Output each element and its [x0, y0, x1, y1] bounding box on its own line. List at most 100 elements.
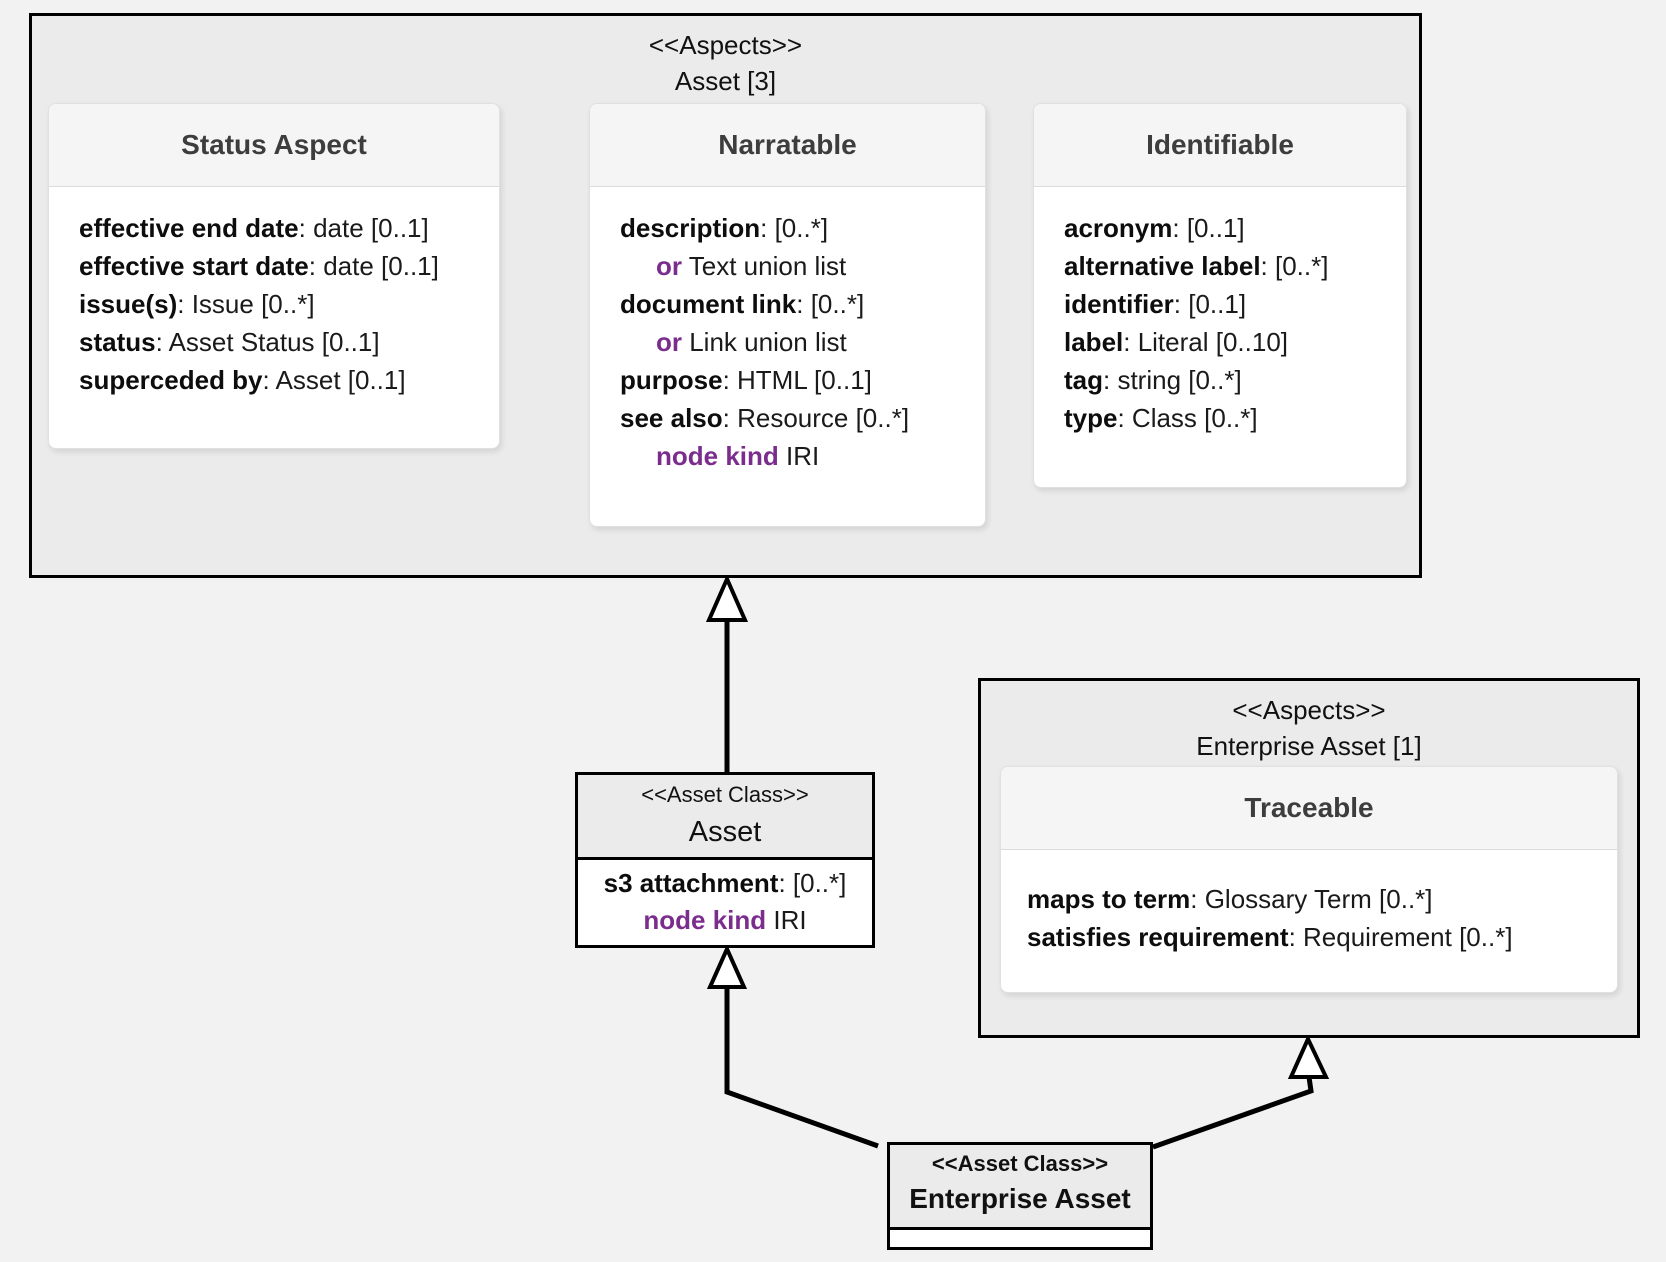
attribute-segment: maps to term — [1027, 884, 1191, 914]
attribute-row: satisfies requirement: Requirement [0..*… — [1027, 918, 1607, 956]
attribute-row: document link: [0..*] — [620, 285, 975, 323]
attribute-segment: Text union list — [682, 251, 847, 281]
attribute-segment: : [0..*] — [778, 868, 847, 898]
attribute-row: type: Class [0..*] — [1064, 399, 1396, 437]
attribute-segment: : [0..*] — [1260, 251, 1329, 281]
attribute-segment: or — [656, 251, 682, 281]
attribute-row: tag: string [0..*] — [1064, 361, 1396, 399]
attribute-list: acronym: [0..1]alternative label: [0..*]… — [1034, 187, 1406, 437]
attribute-segment: : Glossary Term [0..*] — [1190, 884, 1433, 914]
attribute-segment: tag — [1064, 365, 1103, 395]
attribute-row: node kind IRI — [620, 437, 975, 475]
attribute-row: purpose: HTML [0..1] — [620, 361, 975, 399]
attribute-row: acronym: [0..1] — [1064, 209, 1396, 247]
attribute-segment: status — [79, 327, 156, 357]
attribute-row: s3 attachment: [0..*] — [578, 865, 872, 902]
stereotype-label: <<Asset Class>> — [641, 782, 809, 807]
attribute-list: maps to term: Glossary Term [0..*]satisf… — [1001, 850, 1617, 956]
attribute-row: identifier: [0..1] — [1064, 285, 1396, 323]
attribute-row: status: Asset Status [0..1] — [79, 323, 489, 361]
attribute-row: see also: Resource [0..*] — [620, 399, 975, 437]
attribute-segment: IRI — [766, 905, 807, 935]
stereotype-label: <<Asset Class>> — [931, 1151, 1109, 1176]
attribute-segment: superceded by — [79, 365, 263, 395]
attribute-segment: : [0..*] — [796, 289, 865, 319]
attribute-segment: node kind — [656, 441, 779, 471]
card-title: Identifiable — [1034, 104, 1406, 187]
attribute-segment: : Asset Status [0..1] — [155, 327, 380, 357]
attribute-segment: satisfies requirement — [1027, 922, 1289, 952]
attribute-segment: : [0..1] — [1173, 289, 1247, 319]
card-title: Narratable — [590, 104, 985, 187]
attribute-segment: : Requirement [0..*] — [1288, 922, 1513, 952]
attribute-segment: : Asset [0..1] — [262, 365, 406, 395]
attribute-row: effective start date: date [0..1] — [79, 247, 489, 285]
attribute-list: effective end date: date [0..1]effective… — [49, 187, 499, 399]
hollow-triangle-icon — [706, 944, 748, 989]
narratable-card: Narratable description: [0..*]or Text un… — [589, 103, 986, 527]
status-aspect-card: Status Aspect effective end date: date [… — [48, 103, 500, 449]
attribute-row: alternative label: [0..*] — [1064, 247, 1396, 285]
attribute-row: or Link union list — [620, 323, 975, 361]
class-title: Enterprise Asset — [909, 1183, 1131, 1214]
attribute-row: description: [0..*] — [620, 209, 975, 247]
attribute-segment: s3 attachment — [603, 868, 779, 898]
attribute-segment: issue(s) — [79, 289, 178, 319]
attribute-row: node kind IRI — [578, 902, 872, 939]
stereotype-label: <<Aspects>> — [1232, 695, 1386, 725]
enterprise-asset-class-header: <<Asset Class>> Enterprise Asset — [890, 1145, 1150, 1230]
attribute-segment: : date [0..1] — [298, 213, 429, 243]
attribute-segment: Link union list — [682, 327, 847, 357]
attribute-segment: : Resource [0..*] — [722, 403, 910, 433]
attribute-segment: type — [1064, 403, 1118, 433]
class-title: Asset — [688, 816, 762, 848]
asset-class-header: <<Asset Class>> Asset — [578, 775, 872, 860]
generalization-arrow-enterprise-to-asset — [706, 944, 879, 1149]
card-title: Traceable — [1001, 767, 1617, 850]
attribute-segment: : Literal [0..10] — [1123, 327, 1289, 357]
attribute-segment: node kind — [643, 905, 767, 935]
attribute-segment: : Class [0..*] — [1117, 403, 1258, 433]
empty-attribute-compartment — [890, 1230, 1150, 1255]
attribute-segment: purpose — [620, 365, 723, 395]
attribute-segment: : date [0..1] — [308, 251, 439, 281]
attribute-segment: label — [1064, 327, 1124, 357]
stereotype-label: <<Aspects>> — [648, 30, 803, 60]
traceable-card: Traceable maps to term: Glossary Term [0… — [1000, 766, 1618, 993]
generalization-arrow-asset-to-aspects — [705, 574, 749, 774]
attribute-segment: or — [656, 327, 682, 357]
aspects-asset-header: <<Aspects>> Asset [3] — [32, 16, 1419, 99]
attribute-segment: : HTML [0..1] — [722, 365, 872, 395]
container-title: Enterprise Asset [1] — [1196, 731, 1422, 761]
attribute-segment: : Issue [0..*] — [177, 289, 315, 319]
attribute-segment: : [0..1] — [1172, 213, 1245, 243]
attribute-segment: description — [620, 213, 761, 243]
attribute-row: effective end date: date [0..1] — [79, 209, 489, 247]
hollow-triangle-icon — [705, 574, 749, 622]
attribute-segment: : string [0..*] — [1103, 365, 1242, 395]
identifiable-card: Identifiable acronym: [0..1]alternative … — [1033, 103, 1407, 488]
attribute-segment: identifier — [1064, 289, 1174, 319]
attribute-row: or Text union list — [620, 247, 975, 285]
enterprise-aspects-container: <<Aspects>> Enterprise Asset [1] Traceab… — [978, 678, 1640, 1038]
card-title: Status Aspect — [49, 104, 499, 187]
attribute-row: label: Literal [0..10] — [1064, 323, 1396, 361]
attribute-segment: see also — [620, 403, 723, 433]
attribute-segment: acronym — [1064, 213, 1173, 243]
container-title: Asset [3] — [674, 66, 777, 96]
attribute-segment: : [0..*] — [760, 213, 829, 243]
attribute-segment: effective end date — [79, 213, 299, 243]
attribute-segment: IRI — [778, 441, 820, 471]
aspects-asset-container: <<Aspects>> Asset [3] Status Aspect effe… — [29, 13, 1422, 578]
attribute-row: issue(s): Issue [0..*] — [79, 285, 489, 323]
enterprise-aspects-header: <<Aspects>> Enterprise Asset [1] — [981, 681, 1637, 764]
attribute-segment: effective start date — [79, 251, 309, 281]
attribute-segment: document link — [620, 289, 797, 319]
attribute-row: maps to term: Glossary Term [0..*] — [1027, 880, 1607, 918]
enterprise-asset-class-box: <<Asset Class>> Enterprise Asset — [887, 1142, 1153, 1250]
attribute-row: superceded by: Asset [0..1] — [79, 361, 489, 399]
generalization-arrow-enterprise-to-enterprise-aspects — [1152, 1034, 1330, 1150]
hollow-triangle-icon — [1287, 1034, 1330, 1079]
